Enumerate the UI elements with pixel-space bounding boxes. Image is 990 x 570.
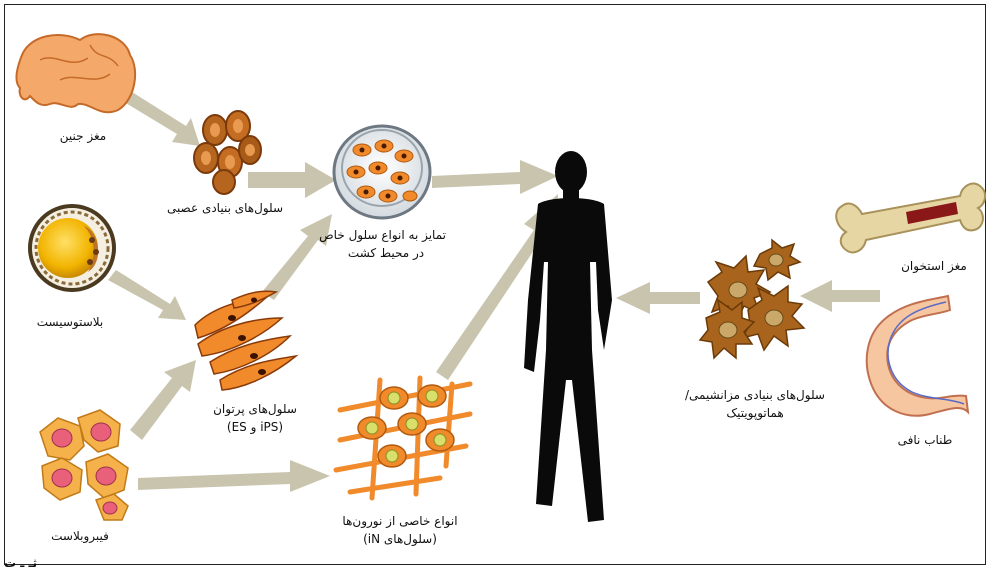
neurons-image: [336, 378, 470, 498]
label-msc-line2: هماتوپویتیک: [680, 404, 830, 422]
label-differentiation-line1: تمایز به انواع سلول خاص: [326, 226, 446, 244]
label-msc-line1: سلول‌های بنیادی مزانشیمی/: [680, 386, 830, 404]
arrow-neural-to-dish: [248, 162, 336, 198]
umbilical-cord-image: [867, 296, 968, 416]
human-silhouette: [524, 151, 612, 522]
label-bone-marrow: مغز استخوان: [888, 258, 980, 274]
msc-cells-image: [700, 240, 804, 358]
label-neurons-line1: انواع خاصی از نورون‌ها: [330, 512, 470, 530]
label-differentiation: تمایز به انواع سلول خاص در محیط کشت: [326, 226, 446, 262]
arrow-brain-to-neural: [124, 92, 200, 146]
blastocyst-image: [30, 206, 114, 290]
label-neurons: انواع خاصی از نورون‌ها (سلول‌های iN): [330, 512, 470, 548]
bone-image: [836, 184, 985, 253]
arrow-msc-to-human: [616, 282, 700, 314]
arrow-fibroblast-to-pluripotent: [130, 360, 196, 440]
label-pluripotent-line1: سلول‌های پرتوان: [200, 400, 310, 418]
arrow-dish-to-human: [432, 160, 558, 194]
label-neural-stem-cells: سلول‌های بنیادی عصبی: [160, 200, 290, 216]
label-umbilical-cord: طناب نافی: [880, 432, 970, 448]
fibroblast-image: [40, 410, 128, 520]
corner-caption: ثـ ـ ت: [4, 556, 37, 570]
pluripotent-cells-image: [195, 291, 296, 390]
arrow-blastocyst-to-pluripotent: [108, 270, 186, 320]
label-blastocyst: بلاستوسیست: [20, 314, 120, 330]
label-fetal-brain: مغز جنین: [38, 128, 128, 144]
arrow-fibroblast-to-neurons: [138, 460, 330, 492]
label-pluripotent-line2: (ES و iPS): [200, 418, 310, 436]
label-msc: سلول‌های بنیادی مزانشیمی/ هماتوپویتیک: [680, 386, 830, 422]
label-neurons-line2: (سلول‌های iN): [330, 530, 470, 548]
arrow-marrow-to-msc: [800, 280, 880, 312]
label-pluripotent: سلول‌های پرتوان (ES و iPS): [200, 400, 310, 436]
label-differentiation-line2: در محیط کشت: [326, 244, 446, 262]
fetal-brain-image: [16, 34, 135, 112]
petri-dish-image: [334, 126, 430, 218]
label-fibroblast: فیبروبلاست: [30, 528, 130, 544]
